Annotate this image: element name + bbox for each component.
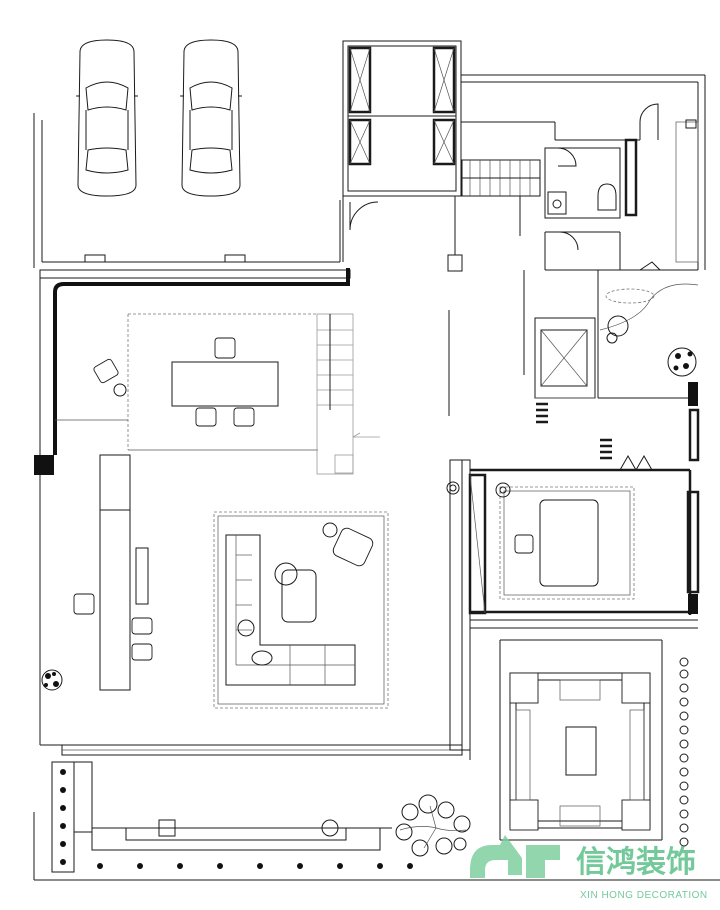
- service-area: [447, 74, 706, 272]
- living-zone: [213, 511, 389, 709]
- watermark-logo: 信鸿装饰 XIN HONG DECORATION: [470, 835, 708, 901]
- watermark-chinese: 信鸿装饰: [576, 845, 696, 880]
- kitchen-island: [73, 454, 153, 691]
- main-stair: [316, 310, 450, 475]
- watermark-english: XIN HONG DECORATION: [580, 890, 708, 901]
- logo-mark-icon: [470, 835, 522, 878]
- garden: [597, 270, 700, 472]
- parking-area: [33, 113, 341, 268]
- car-left: [76, 39, 138, 197]
- hedge-dots: [60, 769, 413, 869]
- car-right: [180, 39, 242, 197]
- elevator: [523, 270, 596, 399]
- tree-bottom: [395, 794, 471, 857]
- main-walls: [34, 268, 471, 760]
- lounge: [499, 639, 663, 841]
- drain-marks: [536, 402, 612, 460]
- study-room: [446, 468, 700, 629]
- dining-zone: [55, 313, 318, 451]
- outlets-column: [679, 657, 689, 847]
- entry-block: [342, 40, 462, 262]
- south-garden: [33, 761, 720, 881]
- plant-left: [41, 669, 63, 691]
